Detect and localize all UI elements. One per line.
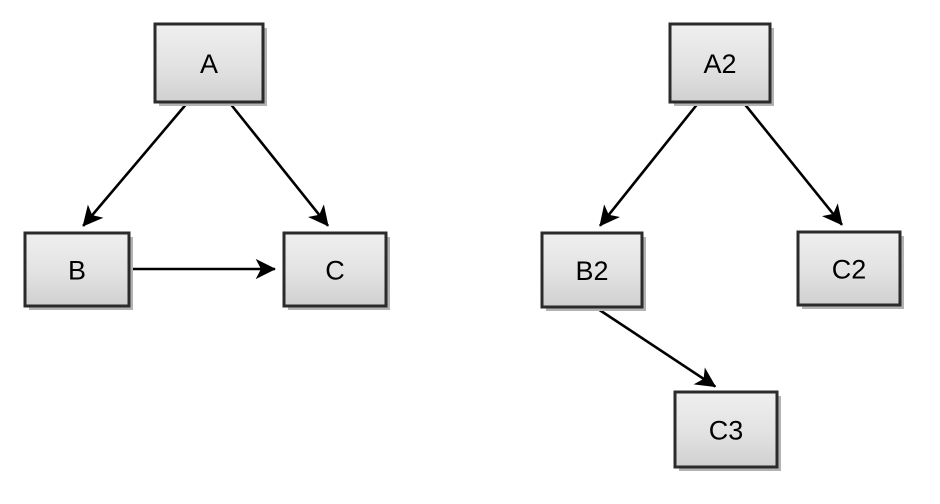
node-a2[interactable]: A2 xyxy=(668,22,774,106)
node-c3[interactable]: C3 xyxy=(673,390,781,471)
node-box[interactable] xyxy=(23,231,131,308)
node-box[interactable] xyxy=(668,22,772,104)
node-box[interactable] xyxy=(796,230,902,307)
node-b2[interactable]: B2 xyxy=(540,231,646,311)
edge-a2-c2[interactable] xyxy=(741,101,843,226)
left-graph-nodes: A B C xyxy=(23,22,390,310)
node-box[interactable] xyxy=(540,231,644,309)
edge-b2-c3[interactable] xyxy=(594,305,717,388)
node-box[interactable] xyxy=(153,22,265,104)
edge-layer xyxy=(82,101,843,388)
edge-a-b[interactable] xyxy=(82,101,189,227)
node-c[interactable]: C xyxy=(282,231,390,310)
node-a[interactable]: A xyxy=(153,22,267,106)
node-c2[interactable]: C2 xyxy=(796,230,904,309)
right-graph-edges xyxy=(594,101,843,388)
node-box[interactable] xyxy=(673,390,779,469)
edge-a-c[interactable] xyxy=(227,101,330,227)
node-box[interactable] xyxy=(282,231,388,308)
node-b[interactable]: B xyxy=(23,231,133,310)
edge-a2-b2[interactable] xyxy=(598,101,701,227)
left-graph-edges xyxy=(82,101,330,280)
